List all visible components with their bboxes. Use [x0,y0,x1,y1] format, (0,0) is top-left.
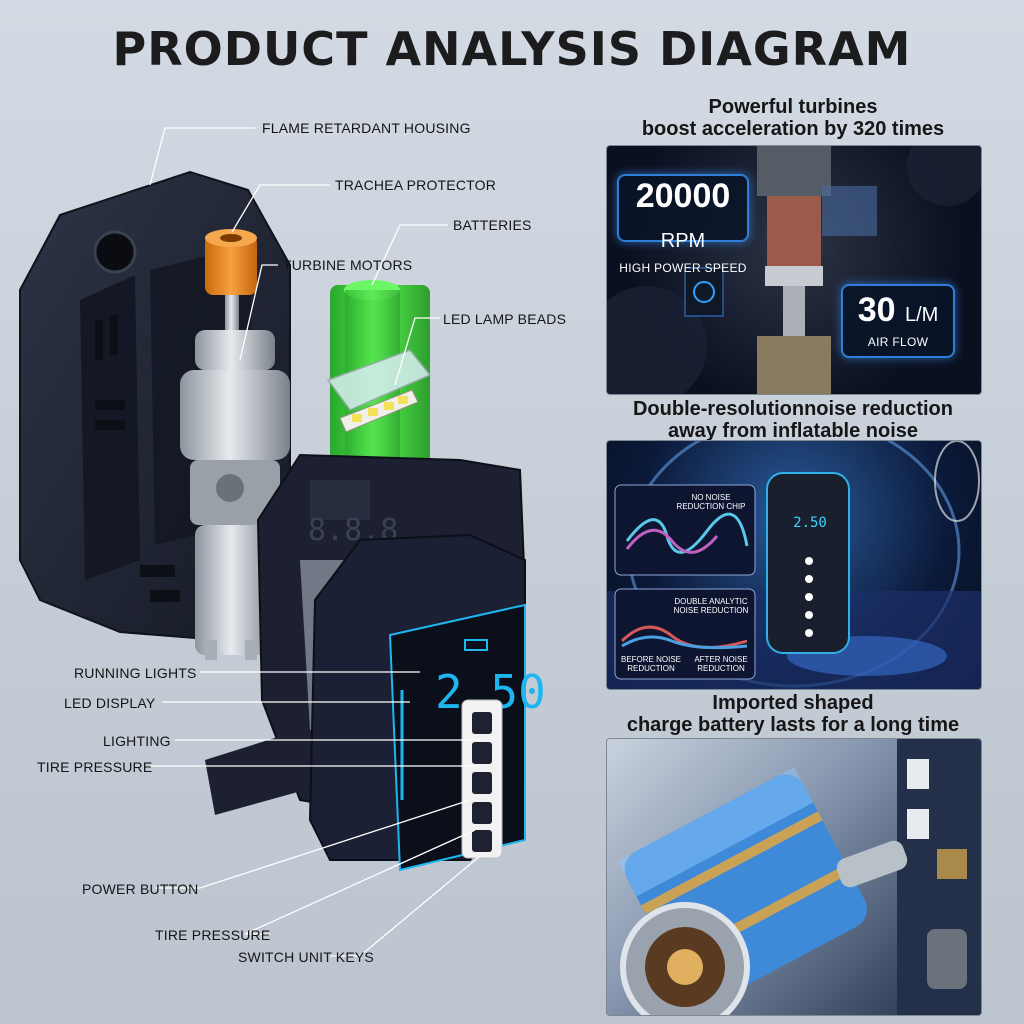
panel-device-readout: 2.50 [793,515,827,531]
panel-2-heading: Double-resolutionnoise reduction away fr… [606,398,980,442]
label-trachea-protector: TRACHEA PROTECTOR [335,177,497,193]
noise-reduction-render [607,441,981,689]
label-running-lights: RUNNING LIGHTS [74,665,197,681]
trachea-protector [205,229,257,295]
speed-unit: RPM [660,230,706,252]
flow-unit: L/M [904,304,939,326]
led-lamp-beads [326,349,432,433]
label-power-button: POWER BUTTON [82,881,199,897]
before-noise-caption: BEFORE NOISE REDUCTION [619,655,683,673]
panel-3-heading-line-1: Imported shaped [712,692,874,714]
double-analytic-caption: DOUBLE ANALYTIC NOISE REDUCTION [669,597,753,615]
battery-render [617,739,981,1015]
label-led-display: LED DISPLAY [64,695,156,711]
after-noise-caption: AFTER NOISE REDUCTION [689,655,753,673]
flow-value: 30 [857,291,896,329]
after-caption-2: REDUCTION [697,664,745,673]
panel-battery [606,738,982,1016]
exploded-product-illustration: 8.8.8 2.50 [19,127,546,957]
before-caption-2: REDUCTION [627,664,675,673]
badge-high-power-speed: 20000 RPM HIGH POWER SPEED [617,174,749,275]
no-noise-caption: NO NOISE REDUCTION CHIP [669,493,753,511]
speed-caption: HIGH POWER SPEED [619,261,747,275]
page-title: PRODUCT ANALYSIS DIAGRAM [112,22,912,76]
switch-unit-keys [461,699,503,859]
label-led-lamp-beads: LED LAMP BEADS [443,311,567,327]
turbine-motor [180,295,290,660]
badge-air-flow: 30 L/M AIR FLOW [841,284,955,358]
panel-2-heading-line-1: Double-resolutionnoise reduction [632,398,953,420]
after-caption-1: AFTER NOISE [694,655,748,664]
double-caption-2: NOISE REDUCTION [673,606,749,615]
callout-leader-lines [149,127,481,957]
panel-3-heading-line-2: charge battery lasts for a long time [626,714,960,736]
no-noise-caption-2: REDUCTION CHIP [676,502,746,511]
panel-1-heading-line-2: boost acceleration by 320 times [641,118,945,140]
panel-3-heading: Imported shaped charge battery lasts for… [606,692,980,736]
label-tire-pressure-2: TIRE PRESSURE [155,927,271,943]
no-noise-caption-1: NO NOISE [691,493,731,502]
speed-value: 20000 [635,177,731,215]
clip-part [205,730,305,815]
panel-2-heading-line-2: away from inflatable noise [667,420,919,442]
label-batteries: BATTERIES [453,217,532,233]
label-turbine-motors: TURBINE MOTORS [283,257,413,273]
panel-1-heading-line-1: Powerful turbines [708,96,878,118]
panel-noise-reduction: 2.50 NO NOISE REDUCTION CHIP DOUBLE ANAL… [606,440,982,690]
double-caption-1: DOUBLE ANALYTIC [674,597,748,606]
label-switch-unit-keys: SWITCH UNIT KEYS [238,949,374,965]
flow-caption: AIR FLOW [867,335,929,349]
label-tire-pressure: TIRE PRESSURE [37,759,153,775]
panel-1-heading: Powerful turbines boost acceleration by … [606,96,980,140]
panel-turbine: 20000 RPM HIGH POWER SPEED 30 L/M AIR FL… [606,145,982,395]
turbine-render [607,146,981,394]
before-caption-1: BEFORE NOISE [620,655,681,664]
label-flame-retardant-housing: FLAME RETARDANT HOUSING [262,120,471,136]
label-lighting: LIGHTING [103,733,171,749]
